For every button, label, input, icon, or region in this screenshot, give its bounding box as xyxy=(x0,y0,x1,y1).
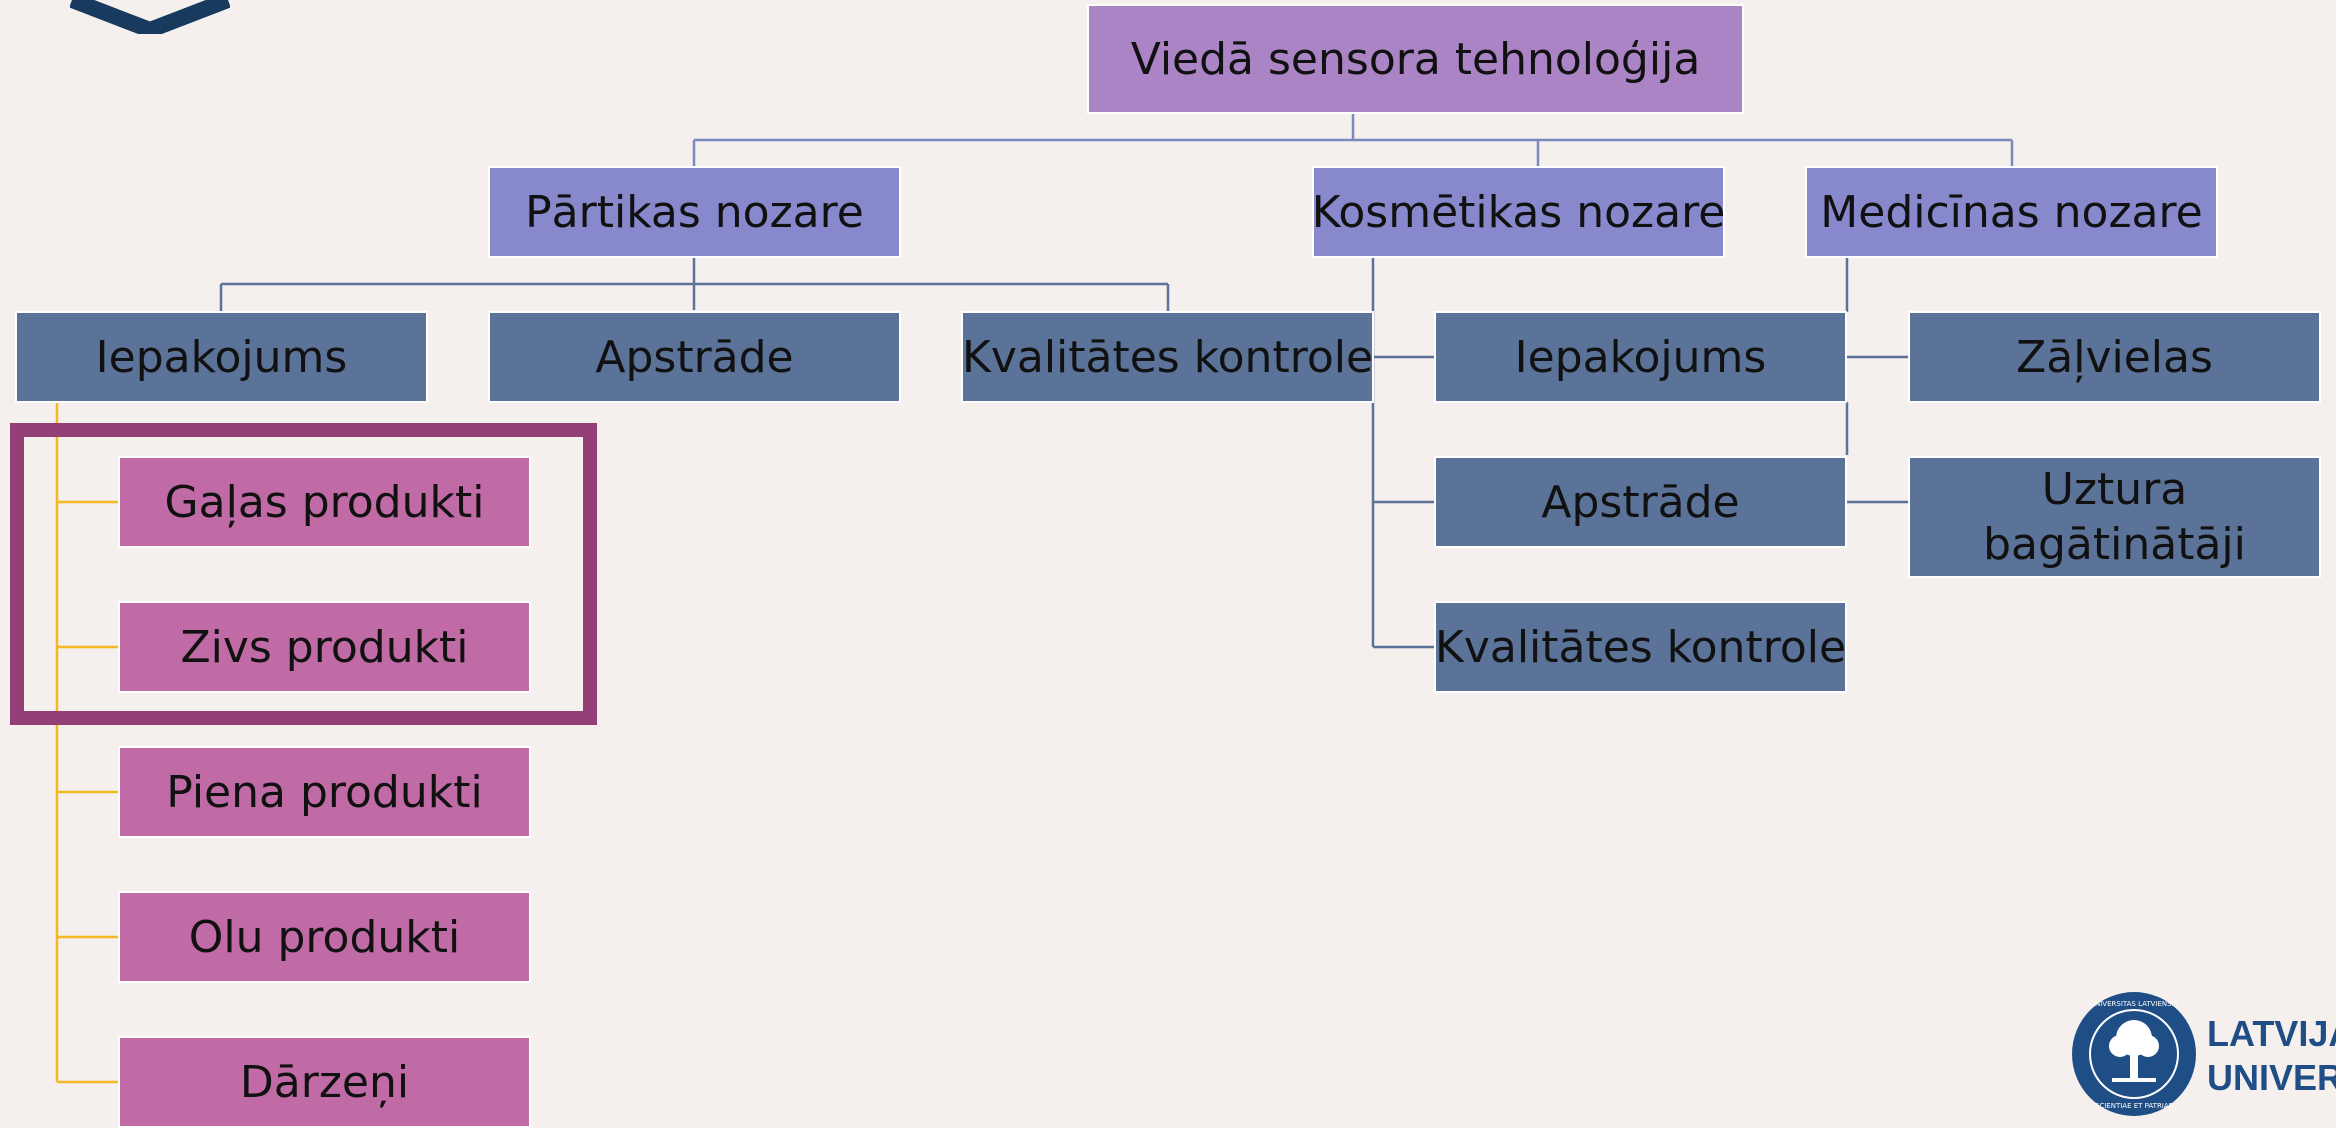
seal-top-text: UNIVERSITAS LATVIENSIS xyxy=(2090,1000,2179,1008)
product-label: Zivs produkti xyxy=(180,621,469,673)
food-packaging-node: Iepakojums xyxy=(15,311,428,403)
cosmetics-processing-node: Apstrāde xyxy=(1434,456,1847,548)
highlight-frame xyxy=(10,423,597,725)
product-label: Gaļas produkti xyxy=(164,476,485,528)
food-quality-node: Kvalitātes kontrole xyxy=(961,311,1374,403)
cosmetics-packaging-node: Iepakojums xyxy=(1434,311,1847,403)
product-node-dairy: Piena produkti xyxy=(118,746,531,838)
product-label: Dārzeņi xyxy=(239,1056,410,1108)
product-node-meat: Gaļas produkti xyxy=(118,456,531,548)
wordmark-line-2: UNIVERS xyxy=(2207,1056,2336,1098)
seal-bottom-text: SCIENTIAE ET PATRIAE xyxy=(2095,1102,2173,1110)
sector-cosmetics-label: Kosmētikas nozare xyxy=(1311,186,1726,238)
medicine-supplements-node: Uztura bagātinātāji xyxy=(1908,456,2321,578)
food-processing-label: Apstrāde xyxy=(595,331,794,383)
food-packaging-label: Iepakojums xyxy=(95,331,348,383)
sector-medicine-label: Medicīnas nozare xyxy=(1820,186,2203,238)
product-node-fish: Zivs produkti xyxy=(118,601,531,693)
root-label: Viedā sensora tehnoloģija xyxy=(1130,33,1701,85)
university-wordmark: LATVIJA UNIVERS xyxy=(2207,1012,2336,1100)
sector-food-label: Pārtikas nozare xyxy=(525,186,864,238)
food-processing-node: Apstrāde xyxy=(488,311,901,403)
food-quality-label: Kvalitātes kontrole xyxy=(961,331,1374,383)
medicine-supplements-label: Uztura bagātinātāji xyxy=(1983,464,2246,570)
university-seal-icon: UNIVERSITAS LATVIENSIS SCIENTIAE ET PATR… xyxy=(2072,992,2196,1116)
cosmetics-quality-node: Kvalitātes kontrole xyxy=(1434,601,1847,693)
wordmark-line-1: LATVIJA xyxy=(2207,1013,2336,1054)
product-label: Olu produkti xyxy=(188,911,461,963)
product-node-vegetables: Dārzeņi xyxy=(118,1036,531,1128)
cosmetics-packaging-label: Iepakojums xyxy=(1514,331,1767,383)
product-node-egg: Olu produkti xyxy=(118,891,531,983)
logo-chevron-icon xyxy=(70,0,230,34)
medicine-drugs-label: Zāļvielas xyxy=(2016,331,2213,383)
cosmetics-quality-label: Kvalitātes kontrole xyxy=(1434,621,1847,673)
cosmetics-processing-label: Apstrāde xyxy=(1541,476,1740,528)
medicine-drugs-node: Zāļvielas xyxy=(1908,311,2321,403)
product-label: Piena produkti xyxy=(166,766,483,818)
sector-medicine: Medicīnas nozare xyxy=(1805,166,2218,258)
root-node: Viedā sensora tehnoloģija xyxy=(1087,4,1744,114)
sector-cosmetics: Kosmētikas nozare xyxy=(1312,166,1725,258)
sector-food: Pārtikas nozare xyxy=(488,166,901,258)
